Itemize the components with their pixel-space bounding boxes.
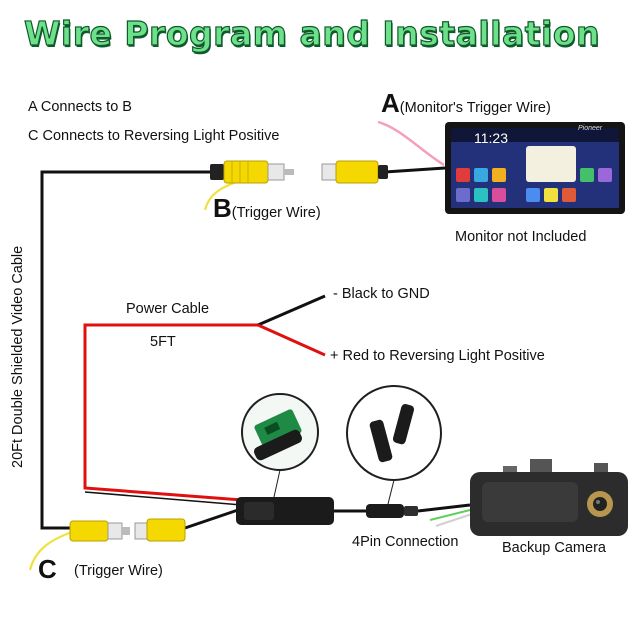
black-gnd-label: - Black to GND [333,286,430,302]
camera-white-wire [435,513,473,527]
monitor-clock: 11:23 [474,130,508,146]
monitor-brand: Pioneer [578,125,603,132]
video-cable-label: 20Ft Double Shielded Video Cable [10,245,26,468]
label-c-text: (Trigger Wire) [74,563,163,579]
label-a-text: (Monitor's Trigger Wire) [399,100,551,116]
label-b: B(Trigger Wire) [213,193,321,224]
power-cable-length: 5FT [150,334,176,350]
rca-connector-c-male [69,520,130,542]
connector-to-camera-cable [417,503,471,513]
camera-green-wire [429,509,471,521]
monitor-trigger-wire [377,120,445,167]
trigger-wire-c [28,530,73,571]
label-c: C [38,554,57,585]
four-pin-connector [366,504,418,518]
red-reverse-label: + Red to Reversing Light Positive [330,348,545,364]
label-c-letter: C [38,554,57,584]
power-cable-red [83,323,258,502]
camera-rca-cable [184,508,239,530]
camera-label: Backup Camera [502,540,606,556]
note-c-to-reverse: C Connects to Reversing Light Positive [28,128,280,144]
connector-zoom-inset [346,385,442,505]
rca-connector-c-female [134,518,186,542]
video-cable-wire [40,170,210,530]
label-b-letter: B [213,193,232,223]
rca-connector-b-male [210,160,294,184]
backup-camera-graphic [470,459,628,536]
monitor-caption: Monitor not Included [455,229,587,245]
monitor-graphic [445,122,625,214]
control-box [236,497,334,525]
note-a-to-b: A Connects to B [28,99,132,115]
monitor-cable [384,166,446,174]
power-cable-black [84,491,243,506]
label-a: A(Monitor's Trigger Wire) [381,88,551,119]
gnd-wire [257,294,326,327]
page-title: Wire Program and Installation [23,13,600,53]
reverse-wire [257,323,326,357]
label-b-text: (Trigger Wire) [231,205,321,221]
connector-label: 4Pin Connection [352,534,459,550]
power-cable-label: Power Cable [126,301,210,317]
pcb-zoom-inset [241,393,319,498]
rca-connector-b-female [321,160,388,184]
label-a-letter: A [381,88,400,118]
